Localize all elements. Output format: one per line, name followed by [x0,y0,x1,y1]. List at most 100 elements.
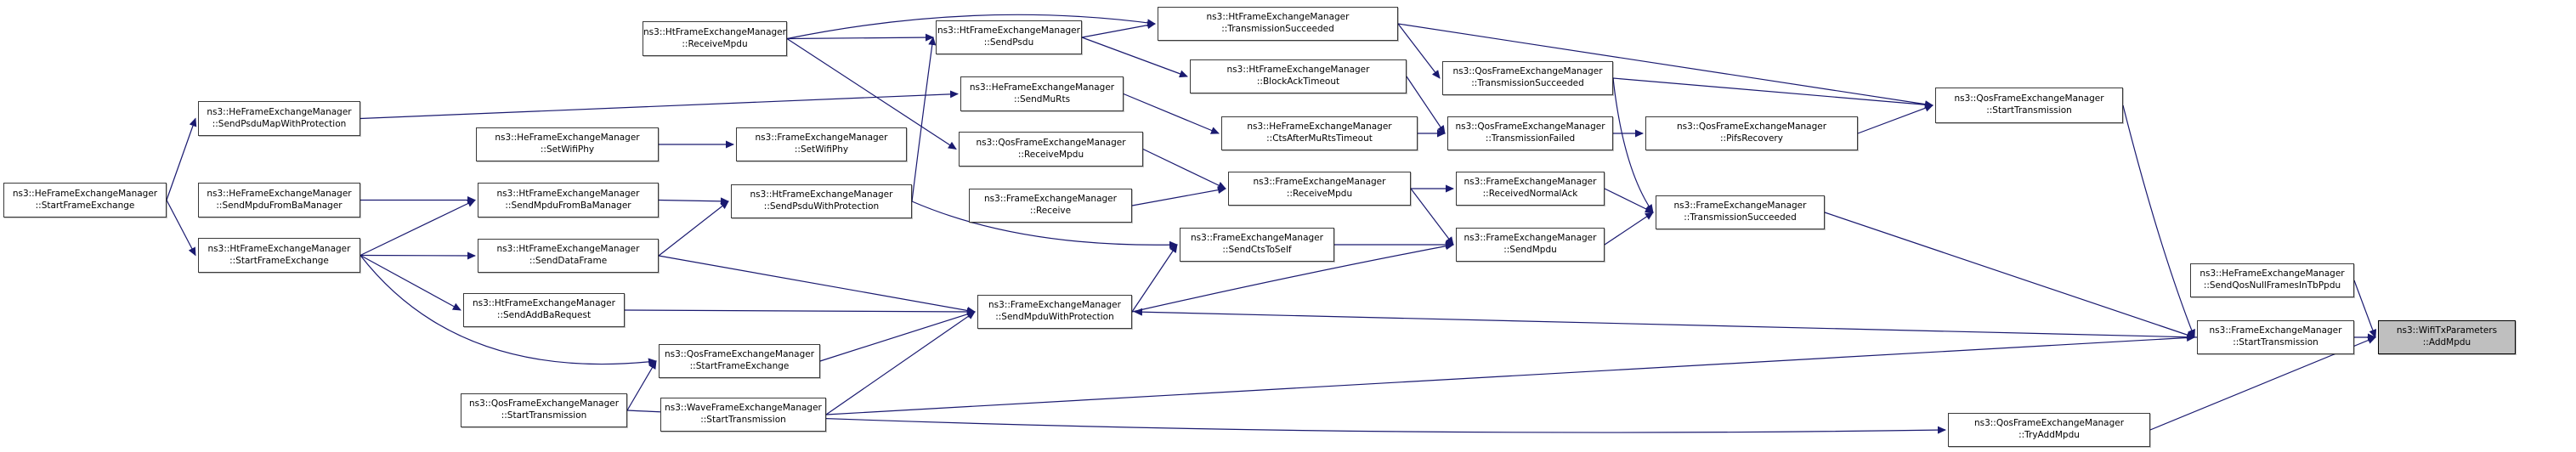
node-label-line: ::SendPsduWithProtection [763,201,880,212]
node-wifiAddMpdu[interactable]: ns3::WifiTxParameters::AddMpdu [2378,320,2516,354]
node-label-line: ::SendQosNullFramesInTbPpdu [2203,280,2341,291]
node-label-line: ns3::HeFrameExchangeManager [1247,121,1392,133]
node-qosPifsRecovery[interactable]: ns3::QosFrameExchangeManager::PifsRecove… [1645,116,1858,150]
node-htSendDataFrame[interactable]: ns3::HtFrameExchangeManager::SendDataFra… [478,239,659,273]
node-heSetWifiPhy[interactable]: ns3::HeFrameExchangeManager::SetWifiPhy [476,127,659,161]
node-label-line: ns3::HeFrameExchangeManager [12,188,158,199]
node-label-line: ns3::HtFrameExchangeManager [207,243,351,254]
node-label-line: ::StartFrameExchange [35,200,135,211]
call-edge-htSendDataFrame-to-htSendPsduProt [658,201,729,257]
node-label-line: ::ReceiveMpdu [1286,189,1353,199]
call-edge-htSendPsduProt-to-frameSendCts [911,201,1178,249]
node-htSendPsduProt[interactable]: ns3::HtFrameExchangeManager::SendPsduWit… [731,184,912,218]
node-label-line: ::TransmissionFailed [1485,133,1576,144]
call-edge-heSendPsduMap-to-heSendMuRts [360,90,959,120]
node-label-line: ns3::FrameExchangeManager [1673,201,1807,212]
node-qosReceiveMpdu[interactable]: ns3::QosFrameExchangeManager::ReceiveMpd… [959,132,1143,167]
node-heSendPsduMap[interactable]: ns3::HeFrameExchangeManager::SendPsduMap… [198,101,360,136]
node-htSendPsdu[interactable]: ns3::HtFrameExchangeManager::SendPsdu [936,20,1082,54]
call-edge-frameReceiveMpdu-to-frameSendMpdu [1410,188,1454,246]
node-frameSendCts[interactable]: ns3::FrameExchangeManager::SendCtsToSelf [1180,228,1334,262]
node-frameReceiveMpdu[interactable]: ns3::FrameExchangeManager::ReceiveMpdu [1228,172,1411,206]
node-htTxSucc[interactable]: ns3::HtFrameExchangeManager::Transmissio… [1158,7,1398,41]
node-label-line: ::StartTransmission [700,415,786,425]
node-label-line: ::PifsRecovery [1720,133,1783,144]
node-frameRxNormalAck[interactable]: ns3::FrameExchangeManager::ReceivedNorma… [1456,172,1605,206]
node-label-line: ns3::WaveFrameExchangeManager [665,403,822,414]
node-label-line: ns3::QosFrameExchangeManager [468,398,620,410]
node-label-line: ::SendMpduWithProtection [995,312,1114,322]
node-label-line: ns3::QosFrameExchangeManager [1676,121,1827,133]
call-edge-qosTxSucc-to-qosStartTxR [1612,77,1933,109]
node-heStartFE[interactable]: ns3::HeFrameExchangeManager::StartFrameE… [3,183,167,218]
call-edge-htReceiveMpdu-to-qosReceiveMpdu [786,37,957,150]
call-edge-frameSendMpduProt-to-frameSendMpdu [1131,242,1454,313]
node-htSendAddBa[interactable]: ns3::HtFrameExchangeManager::SendAddBaRe… [463,293,625,327]
node-label-line: ::Receive [1029,206,1072,216]
node-label-line: ns3::QosFrameExchangeManager [1973,418,2125,429]
node-label-line: ::StartTransmission [2233,337,2318,347]
node-qosTxSucc[interactable]: ns3::QosFrameExchangeManager::Transmissi… [1442,61,1613,95]
node-label-line: ns3::FrameExchangeManager [755,133,888,144]
call-edge-frameSendMpduProt-to-frameSendCts [1131,244,1178,313]
node-label-line: ::TryAddMpdu [2018,430,2080,440]
node-qosStartFE[interactable]: ns3::QosFrameExchangeManager::StartFrame… [659,344,820,378]
node-label-line: ns3::QosFrameExchangeManager [1452,66,1603,77]
node-heSendMuRts[interactable]: ns3::HeFrameExchangeManager::SendMuRts [960,76,1124,111]
node-htBlockAckTimeout[interactable]: ns3::HtFrameExchangeManager::BlockAckTim… [1190,59,1407,93]
node-htReceiveMpdu[interactable]: ns3::HtFrameExchangeManager::ReceiveMpdu [643,21,787,56]
node-label-line: ::StartTransmission [1986,105,2072,116]
call-edge-htReceiveMpdu-to-htSendPsdu [786,33,934,42]
node-htSendMpduBa[interactable]: ns3::HtFrameExchangeManager::SendMpduFro… [478,183,659,218]
node-label-line: ::SendMpduFromBaManager [216,200,343,211]
node-label-line: ::SetWifiPhy [794,144,849,155]
node-frameStartTx[interactable]: ns3::FrameExchangeManager::StartTransmis… [2197,320,2354,354]
node-label-line: ::SendDataFrame [529,256,608,266]
node-frameSendMpduProt[interactable]: ns3::FrameExchangeManager::SendMpduWithP… [977,295,1132,329]
node-qosStartTxL[interactable]: ns3::QosFrameExchangeManager::StartTrans… [461,393,627,427]
call-edge-qosStartTxR-to-frameStartTx [2122,105,2195,338]
node-heCtsAfterMuRts[interactable]: ns3::HeFrameExchangeManager::CtsAfterMuR… [1221,116,1418,150]
node-heSendMpduBa[interactable]: ns3::HeFrameExchangeManager::SendMpduFro… [198,183,360,218]
node-label-line: ns3::FrameExchangeManager [984,194,1117,205]
call-edge-frameSendMpdu-to-frameTxSucc [1604,212,1654,246]
node-heSendQosNull[interactable]: ns3::HeFrameExchangeManager::SendQosNull… [2190,263,2354,297]
node-qosTxFailed[interactable]: ns3::QosFrameExchangeManager::Transmissi… [1447,116,1613,150]
call-edge-htTxSucc-to-qosTxSucc [1397,23,1441,79]
call-edge-qosStartFE-to-frameSendMpduProt [819,310,976,362]
node-label-line: ns3::HtFrameExchangeManager [496,188,640,199]
call-edge-heStartFE-to-heSendPsduMap [166,117,197,201]
call-edge-htStartFE-to-htSendMpduBa [360,199,476,257]
node-label-line: ns3::HtFrameExchangeManager [750,189,893,201]
node-label-line: ::StartTransmission [501,410,587,421]
call-edge-htSendPsdu-to-htTxSucc [1081,21,1156,38]
node-label-line: ::SetWifiPhy [540,144,595,155]
call-edge-frameTxSucc-to-frameStartTx [1824,212,2195,339]
node-label-line: ns3::HtFrameExchangeManager [473,298,615,309]
node-label-line: ns3::WifiTxParameters [2396,325,2498,336]
node-frameSetWifiPhy[interactable]: ns3::FrameExchangeManager::SetWifiPhy [736,127,907,161]
call-edge-htSendPsdu-to-htBlockAckTimeout [1081,37,1188,78]
node-label-line: ::SendPsdu [983,37,1034,48]
node-qosStartTxR[interactable]: ns3::QosFrameExchangeManager::StartTrans… [1935,88,2123,123]
call-edge-qosPifsRecovery-to-qosStartTxR [1857,104,1933,134]
node-frameSendMpdu[interactable]: ns3::FrameExchangeManager::SendMpdu [1456,228,1605,262]
node-label-line: ns3::HtFrameExchangeManager [1206,12,1350,23]
node-label-line: ::SendAddBaRequest [496,310,592,320]
call-edge-htStartFE-to-qosStartFE [360,255,657,366]
node-htStartFE[interactable]: ns3::HtFrameExchangeManager::StartFrameE… [198,238,360,273]
call-edge-htBlockAckTimeout-to-qosTxFailed [1406,76,1446,134]
node-qosTryAddMpdu[interactable]: ns3::QosFrameExchangeManager::TryAddMpdu [1948,413,2150,447]
call-edge-htSendDataFrame-to-frameSendMpduProt [658,255,976,314]
node-label-line: ::TransmissionSucceeded [1684,212,1797,223]
call-edge-htStartFE-to-htSendAddBa [360,254,461,311]
node-label-line: ns3::FrameExchangeManager [1464,233,1597,244]
node-label-line: ::SendMuRts [1013,93,1071,105]
node-waveStartTx[interactable]: ns3::WaveFrameExchangeManager::StartTran… [660,398,826,432]
node-frameReceive[interactable]: ns3::FrameExchangeManager::Receive [969,189,1132,223]
node-frameTxSucc[interactable]: ns3::FrameExchangeManager::TransmissionS… [1656,195,1825,229]
node-label-line: ::StartFrameExchange [689,361,790,371]
call-edge-heStartFE-to-htStartFE [166,200,196,257]
